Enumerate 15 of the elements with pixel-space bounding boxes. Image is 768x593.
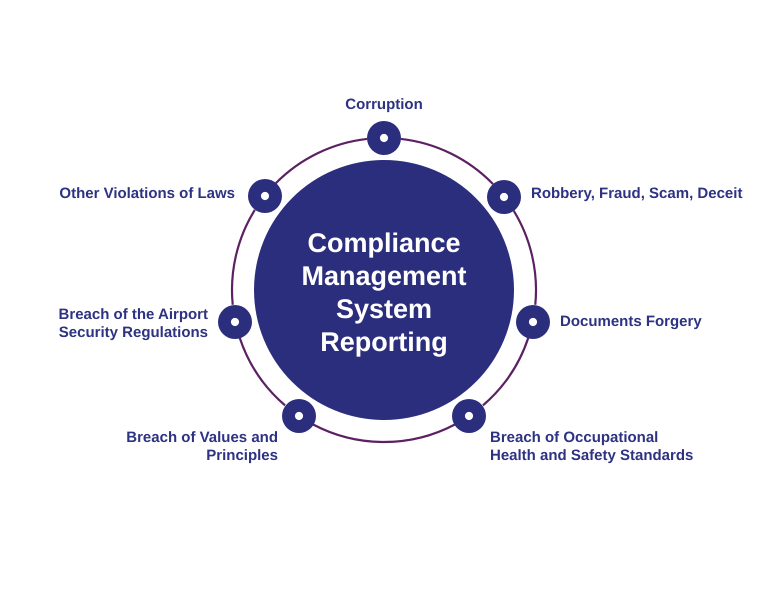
category-label: Corruption <box>345 96 423 114</box>
ring-arc <box>275 138 368 184</box>
category-label: Other Violations of Laws <box>59 184 235 203</box>
ring-arc <box>230 209 256 305</box>
category-label: Robbery, Fraud, Scam, Deceit <box>530 184 742 203</box>
ring-arc <box>512 210 538 305</box>
ring-arc <box>482 338 530 406</box>
category-label: Breach of Occupational Health and Safety Standards <box>490 428 694 465</box>
ring-arc <box>400 138 494 185</box>
hub-title: Compliance Management System Reporting <box>300 227 468 359</box>
category-label: Breach of Values and Principles <box>125 428 278 465</box>
ring-arc <box>312 423 456 444</box>
ring-arc <box>238 338 286 406</box>
category-label: Breach of the Airport Security Regulations <box>58 306 208 342</box>
category-label: Documents Forgery <box>560 312 702 331</box>
